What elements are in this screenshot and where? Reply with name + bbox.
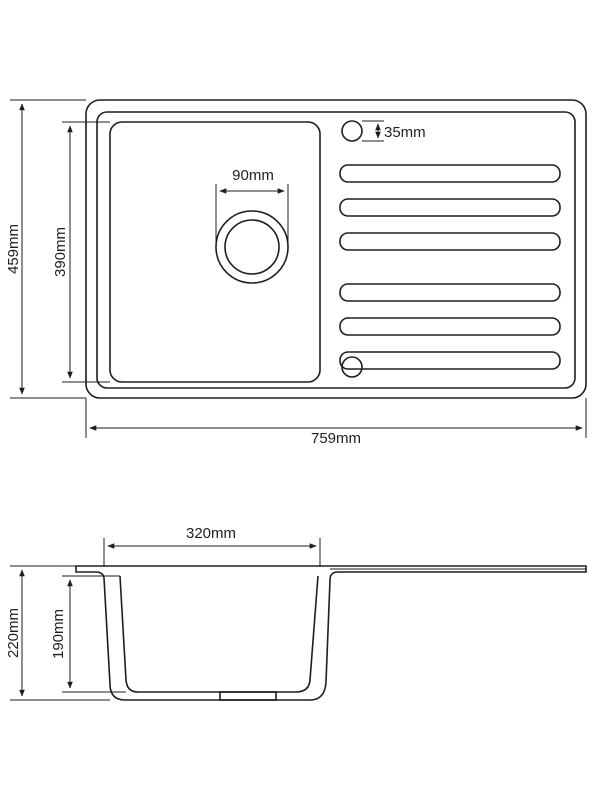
label-overall-width: 759mm [311,430,361,447]
label-drain-diameter: 90mm [232,167,274,184]
label-overall-depth: 220mm [5,608,22,658]
drainer-groove [339,351,561,370]
dim-bowl-width [103,538,321,566]
drain-outer-ring [215,210,289,284]
drain-inner-ring [224,219,280,275]
sink-inner-rim [96,111,576,389]
drainer-groove [339,232,561,251]
dim-bowl-height [62,121,110,383]
drainer-groove [339,198,561,217]
bowl-outline [109,121,321,383]
dim-bowl-depth [62,575,126,693]
dim-tap-hole [362,120,384,142]
label-bowl-depth: 190mm [50,609,67,659]
tap-hole-icon [341,120,363,142]
drainer-groove [339,283,561,302]
drainer-grooves [339,164,561,370]
drain-outlet-section [219,691,277,701]
overflow-hole-icon [341,356,363,378]
drainer-groove [339,164,561,183]
dim-overall-height [10,99,86,399]
side-view [10,538,587,701]
bowl-inner-section [119,575,319,693]
label-overall-height: 459mm [5,224,22,274]
label-bowl-height: 390mm [52,227,69,277]
label-bowl-width: 320mm [186,525,236,542]
dim-overall-depth [10,565,110,701]
top-view [10,99,587,438]
drainer-groove [339,317,561,336]
sink-outer-outline [85,99,587,399]
dim-drain-diameter [215,184,289,247]
label-tap-hole: 35mm [384,124,426,141]
sink-section-outline [75,565,587,701]
dim-overall-width [85,398,587,438]
